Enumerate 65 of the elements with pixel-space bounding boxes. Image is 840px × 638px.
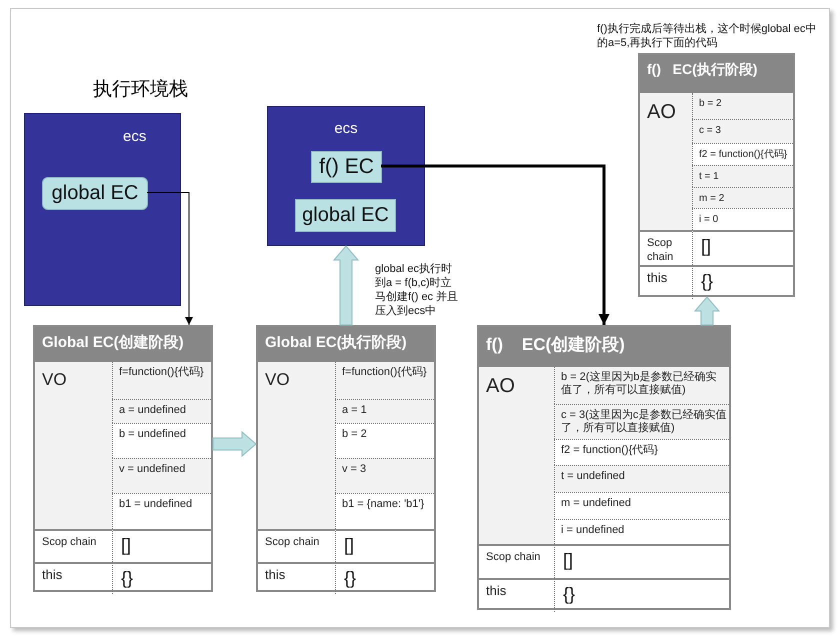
- stack-box: [24, 113, 181, 306]
- row-label: this: [640, 265, 692, 299]
- context-box: global EC: [295, 199, 396, 232]
- section-label: VO: [258, 362, 335, 529]
- table-header: Global EC(执行阶段): [258, 327, 434, 362]
- variable-cell: f2 = function(){代码}: [692, 143, 793, 165]
- context-table: [33, 325, 213, 592]
- context-box: f() EC: [311, 151, 382, 183]
- variable-cell: f2 = function(){代码}: [554, 439, 729, 465]
- variable-cell: b1 = undefined: [112, 493, 211, 529]
- table-header: Global EC(创建阶段): [35, 327, 211, 362]
- arrow: [332, 245, 360, 326]
- context-box: global EC: [42, 177, 148, 210]
- variable-cell: b1 = {name: 'b1'}: [335, 493, 434, 529]
- context-table: [638, 53, 795, 297]
- section-label: AO: [479, 367, 554, 544]
- variable-cell: f=function(){代码}: [112, 362, 211, 399]
- context-table: [477, 325, 731, 610]
- row-label: this: [35, 562, 112, 594]
- value-cell: {}: [554, 578, 729, 612]
- value-cell: []: [692, 230, 793, 265]
- row-label: Scop chain: [35, 529, 112, 562]
- arrow: [212, 430, 257, 458]
- table-header: f() EC(执行阶段): [640, 55, 793, 93]
- note-text: global ec执行时到a = f(b,c)时立马创建f() ec 并且压入到ecs中: [375, 262, 459, 318]
- variable-cell: c = 3: [692, 119, 793, 143]
- row-label: Scop chain: [479, 544, 554, 578]
- row-label: Scop chain: [258, 529, 335, 562]
- value-cell: {}: [335, 562, 434, 594]
- variable-cell: m = undefined: [554, 492, 729, 519]
- arrow: [694, 296, 720, 326]
- section-label: VO: [35, 362, 112, 529]
- value-cell: []: [112, 529, 211, 562]
- note-text: f()执行完成后等待出栈，这个时候global ec中的a=5,再执行下面的代码: [597, 22, 818, 50]
- variable-cell: b = 2: [335, 423, 434, 458]
- variable-cell: c = 3(这里因为c是参数已经确实值了，所有可以直接赋值): [554, 404, 729, 439]
- variable-cell: m = 2: [692, 187, 793, 208]
- variable-cell: a = 1: [335, 399, 434, 423]
- value-cell: []: [554, 544, 729, 578]
- section-label: AO: [640, 93, 692, 230]
- stack-label: ecs: [123, 128, 146, 145]
- variable-cell: b = 2: [692, 93, 793, 119]
- variable-cell: v = 3: [335, 458, 434, 493]
- variable-cell: b = undefined: [112, 423, 211, 458]
- arrow: [146, 192, 193, 326]
- value-cell: []: [335, 529, 434, 562]
- variable-cell: f=function(){代码}: [335, 362, 434, 399]
- stack-label: ecs: [334, 120, 358, 137]
- variable-cell: i = 0: [692, 208, 793, 230]
- variable-cell: a = undefined: [112, 399, 211, 423]
- variable-cell: t = undefined: [554, 465, 729, 492]
- variable-cell: v = undefined: [112, 458, 211, 493]
- value-cell: {}: [692, 265, 793, 299]
- value-cell: {}: [112, 562, 211, 594]
- variable-cell: t = 1: [692, 165, 793, 187]
- row-label: this: [479, 578, 554, 612]
- context-table: [256, 325, 436, 592]
- table-header: f() EC(创建阶段): [479, 327, 729, 367]
- variable-cell: i = undefined: [554, 519, 729, 544]
- row-label: this: [258, 562, 335, 594]
- row-label: Scop chain: [640, 230, 692, 265]
- stack-box: [267, 106, 425, 246]
- variable-cell: b = 2(这里因为b是参数已经确实值了，所有可以直接赋值): [554, 367, 729, 404]
- stack-title: 执行环境栈: [93, 77, 188, 102]
- arrow: [381, 164, 610, 325]
